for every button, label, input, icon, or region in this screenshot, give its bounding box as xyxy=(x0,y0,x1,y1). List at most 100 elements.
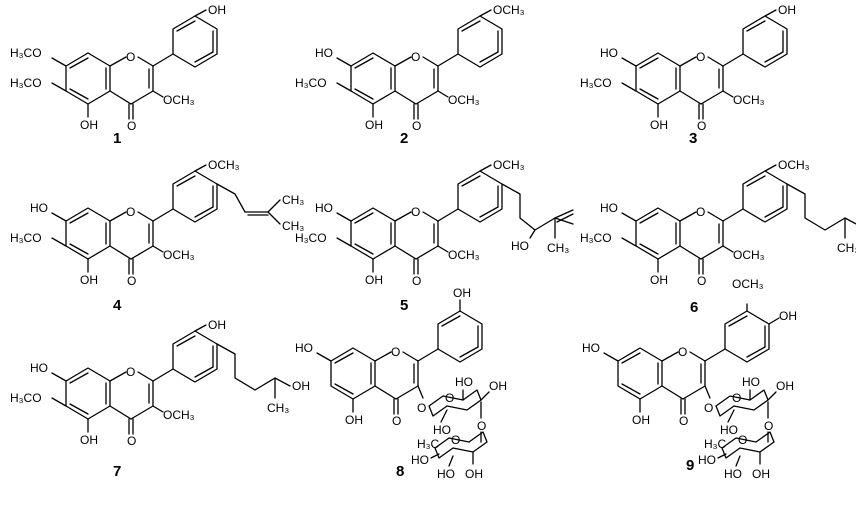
methoxy-3-label: OCH₃ xyxy=(163,93,195,107)
ring-oxygen-label: O xyxy=(126,205,135,219)
methoxy-3-label: OCH₃ xyxy=(733,248,765,262)
ketone-oxygen-label: O xyxy=(697,119,706,133)
hydroxyl-label: HO xyxy=(742,375,760,389)
ring-oxygen-label: O xyxy=(678,345,687,359)
compound-7: OH CH₃ OH O HO H₃CO OH O OCH₃ xyxy=(10,318,310,448)
methoxy-3-label: OCH₃ xyxy=(163,248,195,262)
compound-3: OH O HO H₃CO OH O OCH₃ xyxy=(580,3,796,133)
hydroxyl-5-label: OH xyxy=(365,273,383,287)
ring-oxygen-label: O xyxy=(126,365,135,379)
methyl-label: CH₃ xyxy=(282,193,304,207)
hydroxyl-4p-label: OH xyxy=(208,318,226,332)
compound-8: OH O HO OH O O O HO OH HO O H₃C O HO HO … xyxy=(295,286,507,481)
hydroxyl-5-label: OH xyxy=(345,413,363,427)
methyl-label: H₃C xyxy=(417,437,440,451)
hydroxyl-label: OH xyxy=(292,379,310,393)
methoxy-4p-label: OCH₃ xyxy=(493,158,525,172)
sugar-oxygen-label: O xyxy=(445,391,454,405)
ketone-oxygen-label: O xyxy=(412,274,421,288)
methyl-label: CH₃ xyxy=(282,219,304,233)
hydroxyl-5-label: OH xyxy=(650,118,668,132)
ketone-oxygen-label: O xyxy=(392,414,401,428)
hydroxyl-7-label: HO xyxy=(315,201,333,215)
compound-number: 5 xyxy=(400,297,408,314)
hydroxyl-label: OH xyxy=(752,467,770,481)
compound-number: 8 xyxy=(396,463,404,480)
compound-number: 1 xyxy=(113,130,121,147)
hydroxyl-label: HO xyxy=(411,453,429,467)
hydroxyl-5-label: OH xyxy=(80,433,98,447)
hydroxyl-5-label: OH xyxy=(365,118,383,132)
hydroxyl-7-label: HO xyxy=(315,46,333,60)
hydroxyl-7-label: HO xyxy=(600,46,618,60)
methoxy-3-label: OCH₃ xyxy=(448,93,480,107)
compound-1: OH O H₃CO H₃CO OH O OCH₃ xyxy=(10,3,226,133)
compound-4: OCH₃ CH₃ CH₃ O HO H₃CO OH O OCH₃ xyxy=(10,158,304,288)
sugar-oxygen-label: O xyxy=(451,433,460,447)
methoxy-6-label: H₃CO xyxy=(295,76,327,90)
ketone-oxygen-label: O xyxy=(127,434,136,448)
hydroxyl-label: HO xyxy=(720,423,738,437)
ketone-oxygen-label: O xyxy=(679,414,688,428)
ketone-oxygen-label: O xyxy=(412,119,421,133)
hydroxyl-label: HO xyxy=(511,239,529,253)
ketone-oxygen-label: O xyxy=(697,274,706,288)
ring-oxygen-label: O xyxy=(411,205,420,219)
hydroxyl-5-label: OH xyxy=(632,413,650,427)
hydroxyl-label: HO xyxy=(724,467,742,481)
glycosidic-oxygen-label: O xyxy=(704,401,713,415)
compound-5: OCH₃ HO CH₃ O HO H₃CO OH O OCH₃ xyxy=(295,158,574,288)
methyl-label: CH₃ xyxy=(837,241,856,255)
hydroxyl-label: HO xyxy=(433,423,451,437)
compound-number: 7 xyxy=(113,463,121,480)
methoxy-6-label: H₃CO xyxy=(10,391,42,405)
hydroxyl-4p-label: OH xyxy=(779,309,797,323)
hydroxyl-4p-label: OH xyxy=(453,286,471,300)
compound-9: OCH₃ OH O HO OH O O O HO OH HO O H₃C O H… xyxy=(582,277,797,481)
compound-2: OCH₃ O HO H₃CO OH O OCH₃ xyxy=(295,3,525,133)
hydroxyl-7-label: HO xyxy=(295,341,313,355)
hydroxyl-7-label: HO xyxy=(30,361,48,375)
sugar-oxygen-label: O xyxy=(732,391,741,405)
hydroxyl-7-label: HO xyxy=(600,201,618,215)
ring-oxygen-label: O xyxy=(696,50,705,64)
ring-oxygen-label: O xyxy=(391,345,400,359)
compound-number: 3 xyxy=(689,130,697,147)
methoxy-4p-label: OCH₃ xyxy=(778,158,810,172)
ketone-oxygen-label: O xyxy=(127,274,136,288)
ketone-oxygen-label: O xyxy=(127,119,136,133)
hydroxyl-label: HO xyxy=(698,453,716,467)
hydroxyl-7-label: HO xyxy=(582,341,600,355)
methoxy-6-label: H₃CO xyxy=(580,76,612,90)
methoxy-6-label: H₃CO xyxy=(580,231,612,245)
compound-number: 4 xyxy=(113,297,122,314)
hydroxyl-label: OH xyxy=(465,467,483,481)
linkage-oxygen-label: O xyxy=(477,419,486,433)
hydroxyl-label: OH xyxy=(208,3,226,17)
methoxy-4p-label: OCH₃ xyxy=(208,158,240,172)
methoxy-3-label: OCH₃ xyxy=(448,248,480,262)
hydroxyl-label: OH xyxy=(776,379,794,393)
methoxy-4p-label: OCH₃ xyxy=(493,3,525,17)
compound-number: 6 xyxy=(690,299,698,316)
compound-6: OCH₃ CH₃ OH O HO H₃CO OH O OCH₃ xyxy=(580,158,856,288)
compound-number: 9 xyxy=(686,457,694,474)
hydroxyl-label: HO xyxy=(455,375,473,389)
hydroxyl-5-label: OH xyxy=(650,273,668,287)
sugar-oxygen-label: O xyxy=(738,433,747,447)
methoxy-3p-label: OCH₃ xyxy=(732,277,764,291)
methyl-label: H₃C xyxy=(704,437,727,451)
hydroxyl-label: OH xyxy=(489,379,507,393)
ring-oxygen-label: O xyxy=(126,50,135,64)
methoxy-3-label: OCH₃ xyxy=(163,408,195,422)
methyl-label: CH₃ xyxy=(267,401,289,415)
hydroxyl-7-label: HO xyxy=(30,201,48,215)
methoxy-6-label: H₃CO xyxy=(10,231,42,245)
linkage-oxygen-label: O xyxy=(764,419,773,433)
methoxy-3-label: OCH₃ xyxy=(733,93,765,107)
methoxy-6-label: H₃CO xyxy=(295,231,327,245)
ring-oxygen-label: O xyxy=(411,50,420,64)
compound-number: 2 xyxy=(400,130,408,147)
